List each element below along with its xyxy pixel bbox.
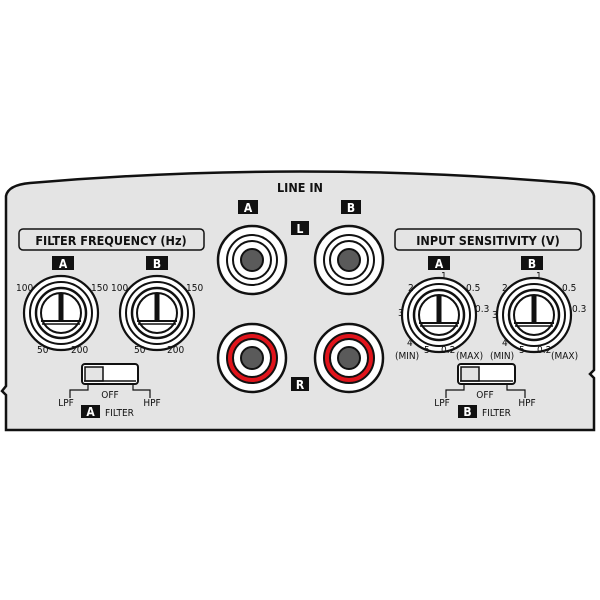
- tick-label: 1: [536, 271, 542, 282]
- tick-label: 200: [167, 345, 184, 356]
- badge-sensitivity-a: A: [428, 256, 450, 271]
- tick-label: 50: [37, 345, 49, 356]
- tick-label: 5: [519, 345, 525, 356]
- tick-label: 2: [408, 283, 414, 294]
- svg-text:A: A: [86, 405, 95, 419]
- svg-text:B: B: [153, 257, 161, 271]
- tick-label: 0.3: [475, 304, 489, 315]
- switch-bracket: [445, 385, 526, 398]
- tick-label: 200: [71, 345, 88, 356]
- tick-label: 3: [492, 310, 498, 321]
- tick-label: 150: [186, 283, 203, 294]
- tick-label: 1: [441, 271, 447, 282]
- filter-frequency-title: FILTER FREQUENCY (Hz): [35, 233, 186, 248]
- input-sensitivity-title: INPUT SENSITIVITY (V): [416, 233, 559, 248]
- rca-jack-a-right[interactable]: [216, 322, 288, 394]
- switch-bracket: [69, 385, 151, 398]
- badge-channel-a: A: [238, 200, 258, 215]
- tick-label: 2: [502, 283, 508, 294]
- input-sensitivity-title-box: [394, 228, 582, 251]
- rca-jack-a-left[interactable]: [216, 224, 288, 296]
- svg-text:B: B: [463, 405, 471, 419]
- badge-filter-b: B: [146, 256, 168, 271]
- filter-a-option-lpf: LPF: [58, 398, 74, 409]
- svg-text:A: A: [244, 201, 253, 215]
- input-sensitivity-knob-b[interactable]: [495, 276, 573, 354]
- line-in-title: LINE IN: [277, 180, 323, 195]
- tick-label: 4: [502, 338, 508, 349]
- tick-label: (MIN): [490, 351, 514, 362]
- svg-text:B: B: [347, 201, 355, 215]
- filter-frequency-knob-a[interactable]: [22, 274, 100, 352]
- tick-label: 150: [91, 283, 108, 294]
- filter-switch-a[interactable]: [81, 363, 139, 385]
- filter-b-label: FILTER: [482, 408, 511, 419]
- filter-a-option-off: OFF: [101, 390, 118, 401]
- badge-filter-switch-b: B: [458, 405, 477, 419]
- tick-label: 0.2: [537, 345, 551, 356]
- svg-text:A: A: [435, 257, 444, 271]
- filter-a-option-hpf: HPF: [143, 398, 160, 409]
- tick-label: 4: [407, 338, 413, 349]
- tick-label: 5: [424, 345, 430, 356]
- tick-label: 0.5: [466, 283, 480, 294]
- tick-label: (MIN): [395, 351, 419, 362]
- badge-right: R: [291, 377, 309, 392]
- filter-b-option-hpf: HPF: [518, 398, 535, 409]
- tick-label: 100: [16, 283, 33, 294]
- filter-frequency-knob-b[interactable]: [118, 274, 196, 352]
- tick-label: (MAX): [456, 351, 483, 362]
- tick-label: 0.2: [441, 345, 455, 356]
- tick-label: 0.3: [572, 304, 586, 315]
- tick-label: 0.5: [562, 283, 576, 294]
- badge-filter-a: A: [52, 256, 74, 271]
- badge-sensitivity-b: B: [521, 256, 543, 271]
- svg-text:B: B: [528, 257, 536, 271]
- svg-text:A: A: [59, 257, 68, 271]
- tick-label: 100: [111, 283, 128, 294]
- badge-channel-b: B: [341, 200, 361, 215]
- filter-b-option-lpf: LPF: [434, 398, 450, 409]
- tick-label: 3: [398, 308, 404, 319]
- svg-text:L: L: [297, 222, 304, 236]
- tick-label: (MAX): [551, 351, 578, 362]
- rca-jack-b-left[interactable]: [313, 224, 385, 296]
- badge-left: L: [291, 221, 309, 236]
- filter-frequency-title-box: [18, 228, 205, 251]
- rca-jack-b-right[interactable]: [313, 322, 385, 394]
- filter-switch-b[interactable]: [457, 363, 516, 385]
- badge-filter-switch-a: A: [81, 405, 100, 419]
- svg-text:R: R: [296, 378, 305, 392]
- tick-label: 50: [134, 345, 146, 356]
- filter-a-label: FILTER: [105, 408, 134, 419]
- filter-b-option-off: OFF: [476, 390, 493, 401]
